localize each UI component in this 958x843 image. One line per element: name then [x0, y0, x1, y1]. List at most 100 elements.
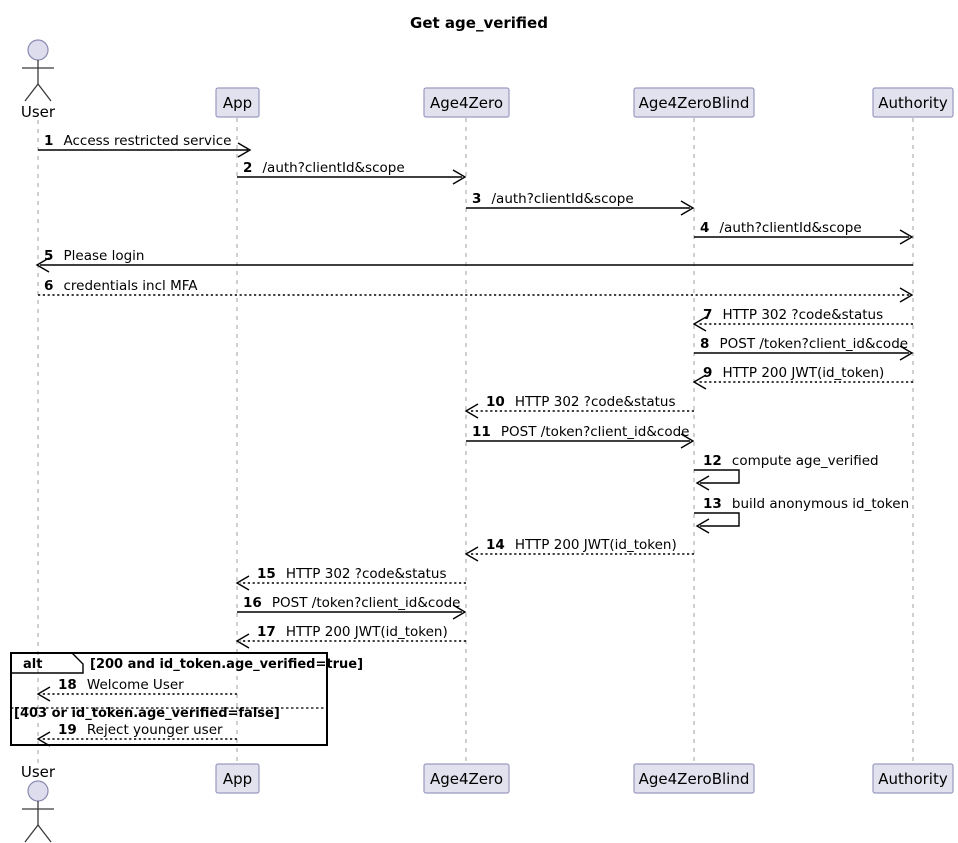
actor-label-user-top: User	[21, 103, 56, 121]
message-4-text: /auth?clientId&scope	[720, 220, 862, 236]
message-10[interactable]: 10 HTTP 302 ?code&status	[464, 391, 694, 419]
participant-age4zero-bottom[interactable]: Age4Zero	[423, 763, 510, 794]
message-3[interactable]: 3 /auth?clientId&scope	[466, 188, 695, 216]
message-1-arrowhead	[237, 142, 252, 158]
message-1-text: Access restricted service	[64, 133, 232, 149]
message-12[interactable]: 12 compute age_verified	[694, 450, 879, 491]
message-5-text: Please login	[64, 248, 145, 264]
message-11-text: POST /token?client_id&code	[501, 424, 690, 440]
message-16[interactable]: 16 POST /token?client_id&code	[237, 592, 467, 620]
message-18[interactable]: 18 Welcome User	[36, 674, 237, 702]
message-19[interactable]: 19 Reject younger user	[36, 719, 237, 747]
message-16-text: POST /token?client_id&code	[272, 595, 461, 611]
message-11[interactable]: 11 POST /token?client_id&code	[466, 421, 695, 449]
message-4-arrowhead	[899, 229, 914, 245]
message-18-arrowhead	[36, 686, 51, 702]
message-7-number: 7	[703, 307, 712, 323]
message-11-arrowhead	[680, 433, 695, 449]
participant-age4zeroblind-top[interactable]: Age4ZeroBlind	[633, 87, 755, 118]
participant-box-app-top	[215, 87, 260, 118]
message-8-text: POST /token?client_id&code	[720, 336, 909, 352]
participant-label-authority-top: Authority	[878, 94, 948, 112]
message-5[interactable]: 5 Please login	[35, 245, 913, 273]
message-14-number: 14	[486, 537, 505, 553]
message-17-arrowhead	[235, 633, 250, 649]
lifelines-group	[37, 118, 914, 770]
participant-app-top[interactable]: App	[215, 87, 260, 118]
message-15-arrowhead	[235, 575, 250, 591]
participant-age4zero-top[interactable]: Age4Zero	[423, 87, 510, 118]
message-1[interactable]: 1 Access restricted service	[38, 130, 252, 158]
message-11-number: 11	[472, 424, 491, 440]
message-7-text: HTTP 302 ?code&status	[723, 307, 884, 323]
alt-guard-primary: [200 and id_token.age_verified=true]	[90, 657, 363, 672]
actor-right-leg-icon-bottom	[37, 824, 52, 843]
participant-box-authority-top	[872, 87, 954, 118]
message-15-label: 15 HTTP 302 ?code&status	[257, 563, 447, 582]
actor-user-top[interactable]: User	[21, 39, 56, 121]
participant-label-app-top: App	[223, 94, 252, 112]
message-17[interactable]: 17 HTTP 200 JWT(id_token)	[235, 621, 466, 649]
participant-box-app-bottom	[215, 763, 260, 794]
message-10-arrowhead	[464, 403, 479, 419]
participant-label-age4zero-top: Age4Zero	[430, 94, 503, 112]
message-4[interactable]: 4 /auth?clientId&scope	[694, 217, 914, 245]
message-14-text: HTTP 200 JWT(id_token)	[515, 537, 677, 553]
message-17-text: HTTP 200 JWT(id_token)	[286, 624, 448, 640]
message-6[interactable]: 6 credentials incl MFA	[38, 275, 914, 303]
message-10-number: 10	[486, 394, 505, 410]
message-15[interactable]: 15 HTTP 302 ?code&status	[235, 563, 466, 591]
message-3-text: /auth?clientId&scope	[492, 191, 634, 207]
participant-authority-top[interactable]: Authority	[872, 87, 954, 118]
message-14[interactable]: 14 HTTP 200 JWT(id_token)	[464, 534, 694, 562]
message-9-number: 9	[703, 365, 712, 381]
message-6-text: credentials incl MFA	[64, 278, 199, 294]
message-19-number: 19	[58, 722, 77, 738]
message-12-line	[694, 469, 740, 484]
message-2[interactable]: 2 /auth?clientId&scope	[237, 157, 467, 185]
message-13-text: build anonymous id_token	[732, 496, 909, 512]
participant-app-bottom[interactable]: App	[215, 763, 260, 794]
participant-label-age4zeroblind-top: Age4ZeroBlind	[639, 94, 750, 112]
message-12-text: compute age_verified	[732, 453, 879, 469]
participant-label-age4zeroblind-bottom: Age4ZeroBlind	[639, 770, 750, 788]
message-12-number: 12	[703, 453, 722, 469]
participant-label-app-bottom: App	[223, 770, 252, 788]
message-8-number: 8	[700, 336, 709, 352]
message-9-text: HTTP 200 JWT(id_token)	[723, 365, 885, 381]
message-3-arrowhead	[680, 200, 695, 216]
alt-fragment[interactable]: alt [200 and id_token.age_verified=true]…	[10, 652, 363, 746]
message-16-label: 16 POST /token?client_id&code	[243, 592, 460, 611]
participant-box-authority-bottom	[872, 763, 954, 794]
participant-age4zeroblind-bottom[interactable]: Age4ZeroBlind	[633, 763, 755, 794]
message-2-label: 2 /auth?clientId&scope	[243, 157, 405, 176]
message-16-arrowhead	[452, 604, 467, 620]
message-13[interactable]: 13 build anonymous id_token	[694, 493, 909, 534]
message-10-label: 10 HTTP 302 ?code&status	[486, 391, 676, 410]
message-15-number: 15	[257, 566, 276, 582]
participant-label-authority-bottom: Authority	[878, 770, 948, 788]
participant-label-age4zero-bottom: Age4Zero	[430, 770, 503, 788]
message-7[interactable]: 7 HTTP 302 ?code&status	[692, 304, 913, 332]
message-6-label: 6 credentials incl MFA	[44, 275, 198, 294]
actor-user-bottom[interactable]: User	[21, 763, 56, 843]
message-7-label: 7 HTTP 302 ?code&status	[703, 304, 883, 323]
message-1-label: 1 Access restricted service	[44, 130, 231, 149]
message-8[interactable]: 8 POST /token?client_id&code	[694, 333, 914, 361]
message-2-text: /auth?clientId&scope	[263, 160, 405, 176]
message-5-label: 5 Please login	[44, 245, 145, 264]
participant-box-age4zeroblind-top	[633, 87, 755, 118]
participant-authority-bottom[interactable]: Authority	[872, 763, 954, 794]
message-4-number: 4	[700, 220, 709, 236]
message-12-arrowhead	[695, 475, 710, 491]
message-2-arrowhead	[452, 169, 467, 185]
alt-fragment-tab	[10, 652, 84, 674]
alt-operator-label: alt	[23, 657, 42, 672]
message-9-label: 9 HTTP 200 JWT(id_token)	[703, 362, 884, 381]
message-2-number: 2	[243, 160, 252, 176]
message-3-number: 3	[472, 191, 481, 207]
message-8-arrowhead	[899, 345, 914, 361]
message-9[interactable]: 9 HTTP 200 JWT(id_token)	[692, 362, 913, 390]
message-4-label: 4 /auth?clientId&scope	[700, 217, 862, 236]
